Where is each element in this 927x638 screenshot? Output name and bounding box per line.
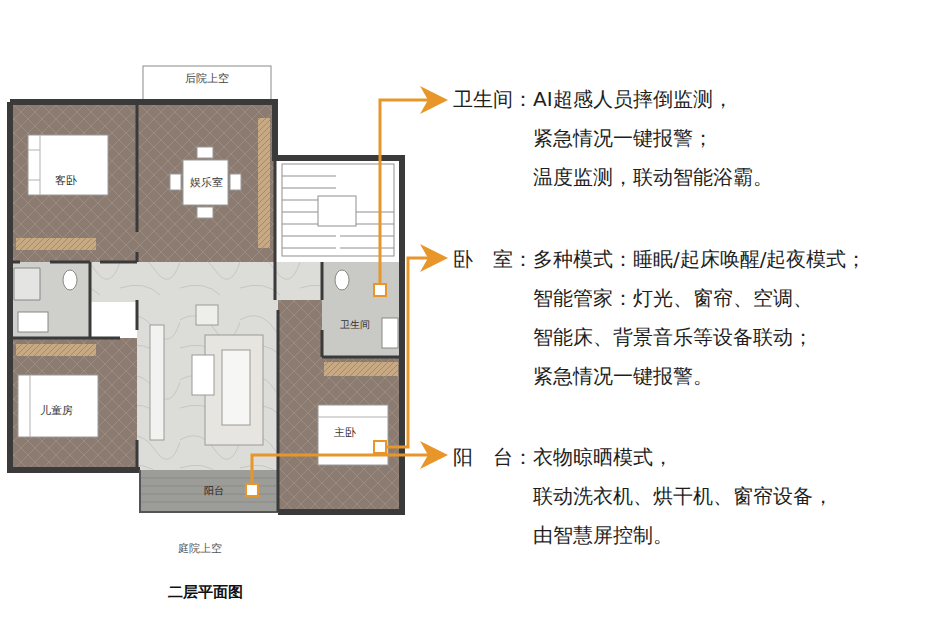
plan-shape: [140, 470, 278, 512]
plan-shape: [183, 160, 228, 205]
plan-shape: [136, 102, 139, 262]
room-label: 阳台: [204, 484, 224, 498]
room-label: 卫生间: [340, 318, 370, 332]
plan-shape: [10, 102, 140, 470]
plan-shape: [324, 362, 398, 376]
callout-points: [246, 284, 386, 496]
callout-text: 衣物晾晒模式， 联动洗衣机、烘干机、窗帘设备， 由智慧屏控制。: [533, 438, 913, 555]
plan-shape: [140, 478, 278, 502]
plan-shape: [277, 310, 280, 512]
callout-heading: 阳 台：: [453, 438, 533, 477]
callout-text: 多种模式：睡眠/起床唤醒/起夜模式； 智能管家：灯光、窗帘、空调、 智能床、背景…: [533, 240, 913, 396]
plan-shape: [246, 484, 258, 496]
plan-shape: [382, 258, 428, 447]
floors: [10, 66, 402, 512]
plan-shape: [16, 344, 96, 356]
plan-shape: [282, 164, 394, 256]
plan-shape: [252, 455, 428, 486]
plan-shape: [28, 135, 40, 195]
plan-shape: [197, 147, 213, 158]
plan-shape: [275, 158, 402, 262]
plan-shape: [374, 441, 386, 453]
plan-shape: [318, 196, 356, 226]
plan-shape: [30, 375, 31, 437]
plan-shape: [10, 102, 402, 512]
plan-shape: [18, 375, 98, 437]
room-label: 主卧: [334, 425, 356, 440]
room-label: 儿童房: [40, 403, 73, 418]
plan-shape: [192, 355, 214, 395]
plan-shape: [318, 417, 388, 418]
plan-shape: [322, 262, 402, 357]
plan-shape: [382, 318, 398, 348]
plan-shape: [322, 262, 402, 357]
plan-shape: [420, 86, 448, 114]
plan-shape: [63, 270, 77, 290]
walls: [10, 102, 402, 512]
plan-shape: [16, 238, 96, 250]
room-label: 娱乐室: [190, 175, 223, 190]
plan-shape: [222, 350, 250, 425]
plan-shape: [140, 470, 278, 512]
plan-shape: [14, 268, 40, 300]
plan-shape: [335, 270, 349, 290]
plan-shape: [374, 284, 386, 296]
plan-shape: [230, 174, 241, 190]
plan-shape: [10, 261, 137, 264]
plan-shape: [10, 262, 90, 338]
plan-shape: [420, 244, 448, 272]
plan-shape: [136, 300, 139, 470]
plan-shape: [274, 158, 277, 300]
plan-shape: [420, 441, 448, 469]
callout-heading: 卧 室：: [453, 240, 533, 279]
leader-lines: [252, 100, 428, 486]
room-label: 客卧: [55, 173, 77, 188]
leader-arrowheads: [420, 86, 448, 469]
plan-shape: [10, 338, 137, 470]
plan-shape: [28, 135, 108, 195]
plan-shape: [196, 305, 218, 325]
plan-shape: [143, 66, 271, 102]
plan-shape: [18, 312, 48, 332]
void-label: 后院上空: [185, 71, 229, 86]
plan-shape: [170, 174, 181, 190]
plan-shape: [258, 118, 270, 248]
furniture: [14, 118, 398, 465]
plan-shape: [197, 207, 213, 218]
stairs: [282, 164, 394, 256]
callout-heading: 卫生间：: [453, 80, 533, 119]
plan-caption: 二层平面图: [168, 583, 243, 602]
callout-text: AI超感人员摔倒监测， 紧急情况一键报警； 温度监测，联动智能浴霸。: [533, 80, 913, 197]
plan-shape: [10, 262, 120, 338]
plan-shape: [278, 357, 402, 512]
plan-shape: [150, 325, 164, 440]
plan-shape: [10, 102, 275, 262]
void-label: 庭院上空: [178, 541, 222, 556]
plan-shape: [278, 300, 322, 357]
plan-shape: [137, 300, 278, 470]
